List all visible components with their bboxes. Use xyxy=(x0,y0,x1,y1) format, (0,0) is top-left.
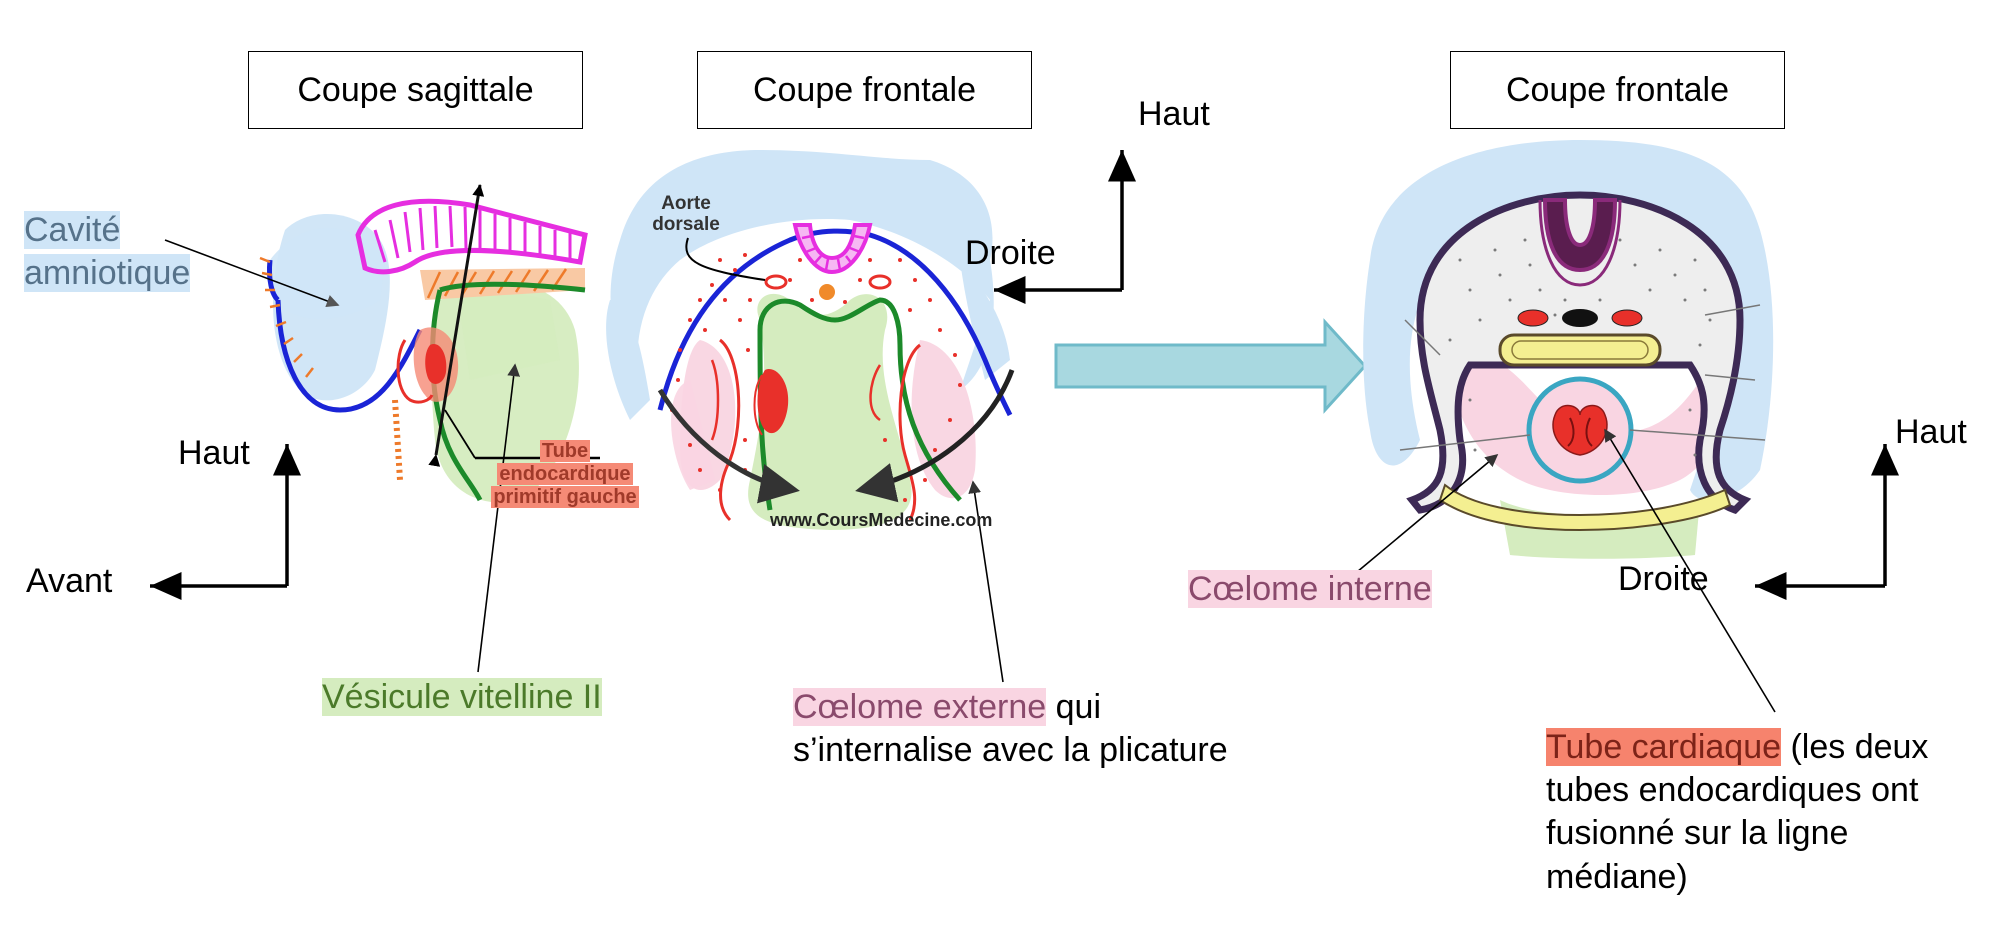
aorta-2-right xyxy=(1611,309,1643,327)
arrow-right-icon xyxy=(1054,318,1368,414)
cavite-line2: amniotique xyxy=(24,254,191,293)
neural-tube-2 xyxy=(1542,198,1618,273)
aorte-dorsale-label: Aorte dorsale xyxy=(636,193,736,236)
neural-groove xyxy=(792,223,873,275)
frontal-section-2 xyxy=(1356,140,1899,713)
aorte-line2: dorsale xyxy=(652,213,720,235)
frontal-section-title-2: Coupe frontale xyxy=(1450,51,1785,129)
tube-card-pointer xyxy=(1604,428,1776,713)
sagittal-section-title: Coupe sagittale xyxy=(248,51,583,129)
tube-cardiaque-label: Tube cardiaque (les deux tubes endocardi… xyxy=(1546,726,1928,899)
vesicule-pointer xyxy=(477,363,521,673)
ectoderm-line xyxy=(275,299,423,413)
tube-card-line3: fusionné sur la ligne xyxy=(1546,814,1849,853)
tube-card-line2: tubes endocardiques ont xyxy=(1546,771,1919,810)
tube-endocardique-label: Tube endocardique primitif gauche xyxy=(470,440,660,509)
coelome-externe-label: Cœlome externe qui s’internalise avec la… xyxy=(793,686,1228,772)
endoderm-frontal-1 xyxy=(757,297,962,511)
sagittal-section xyxy=(164,184,600,673)
fold-arrow-right xyxy=(855,369,1015,503)
cavite-amniotique-label: Cavité amniotique xyxy=(24,209,191,295)
avant-label: Avant xyxy=(26,562,113,600)
leader-lines-2 xyxy=(1399,304,1766,451)
coelome-ext-highlight: Cœlome externe xyxy=(793,688,1047,726)
frontal-section-title-1: Coupe frontale xyxy=(697,51,1032,129)
droite-label-mid: Droite xyxy=(965,234,1056,272)
dorsal-aorta-right xyxy=(868,274,892,290)
frontal-section-1 xyxy=(606,150,1136,683)
pink-region-2 xyxy=(1450,350,1724,495)
droite-label-right: Droite xyxy=(1618,560,1709,598)
aorte-line1: Aorte xyxy=(661,193,711,214)
coelome-ext-rest: qui xyxy=(1046,688,1102,726)
tube-line2: endocardique xyxy=(497,463,633,485)
notochord-2 xyxy=(1562,309,1598,327)
coelome-interne-label: Cœlome interne xyxy=(1188,568,1432,611)
coelome-int-pointer xyxy=(1356,453,1499,573)
fold-arrow-left xyxy=(657,388,800,504)
tube-card-line4: médiane) xyxy=(1546,857,1688,896)
coelome-int-text: Cœlome interne xyxy=(1188,570,1432,608)
coelome-ext-pointer xyxy=(968,480,1004,683)
tube-card-rest: (les deux xyxy=(1781,728,1929,766)
tube-line3: primitif gauche xyxy=(491,486,639,508)
notochord xyxy=(819,284,835,300)
amniotic-scribble-1 xyxy=(610,150,994,390)
vesicule-vitelline-label: Vésicule vitelline II xyxy=(322,676,602,719)
cavite-line1: Cavité xyxy=(24,211,121,249)
sagittal-axis-arrow xyxy=(428,184,485,467)
haut-label-left: Haut xyxy=(178,434,250,472)
tube-line1: Tube xyxy=(539,440,591,462)
aorta-pointer xyxy=(685,237,766,281)
heart-tube-frontal-1 xyxy=(757,369,789,434)
source-watermark: www.CoursMedecine.com xyxy=(770,510,993,530)
yolk-layer-2 xyxy=(1438,483,1732,532)
vesicule-text: Vésicule vitelline II xyxy=(322,678,602,716)
amniotic-pointer xyxy=(164,239,340,308)
aorta-2-left xyxy=(1517,309,1549,327)
haut-label-right: Haut xyxy=(1895,413,1967,451)
dorsal-aorta-left xyxy=(764,274,788,290)
haut-label-mid: Haut xyxy=(1138,95,1210,133)
stipple-2 xyxy=(1448,238,1712,457)
coelome-ext-line2: s’internalise avec la plicature xyxy=(793,731,1228,770)
coelome-ext-right xyxy=(911,340,976,499)
tube-card-highlight: Tube cardiaque xyxy=(1546,728,1782,766)
heart-tube-2 xyxy=(1552,404,1608,456)
